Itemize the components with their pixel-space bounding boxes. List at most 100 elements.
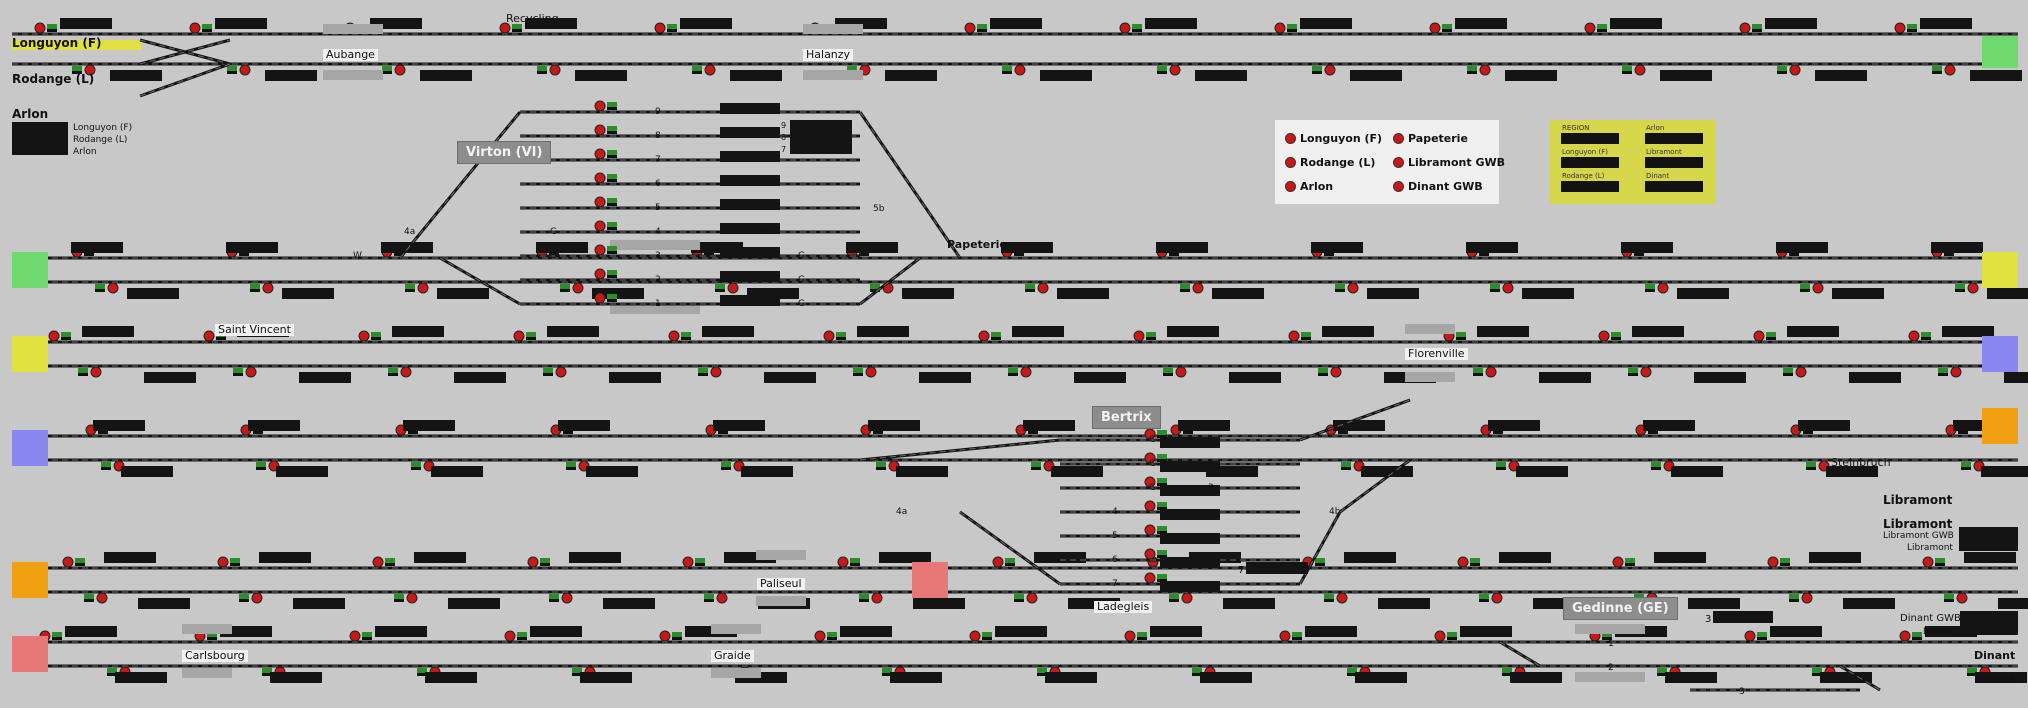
region-counter-6 [1645,181,1703,192]
signal-indicator-icon [411,462,421,467]
signal-indicator-icon [1932,66,1942,71]
signal-indicator-icon [1789,599,1799,602]
signal-indicator-icon [1967,668,1977,673]
signal-indicator-icon [250,289,260,292]
signal-indicator-icon [207,632,217,637]
signal-indicator-icon [537,71,547,74]
platform [323,24,383,34]
legend-item-papeterie[interactable]: Papeterie [1393,132,1468,145]
signal-lamp-icon [90,366,102,378]
signal-indicator-icon [1157,71,1167,74]
virton-side-num-8: 8 [781,133,787,142]
block-counter [720,127,780,138]
signal-lamp-icon [594,292,606,304]
block-counter [299,372,351,383]
gedinne-side-block [1713,611,1773,623]
signal-lamp-icon [594,100,606,112]
legend-item-rodange[interactable]: Rodange (L) [1285,156,1375,169]
signal-lamp-icon [654,22,666,34]
legend-item-longuyon[interactable]: Longuyon (F) [1285,132,1382,145]
signal-indicator-icon [95,284,105,289]
signal-indicator-icon [1921,337,1931,340]
block-counter [1677,288,1729,299]
signal-indicator-icon [405,284,415,289]
signal-indicator-icon [1479,599,1489,602]
signal-lamp-icon [1288,330,1300,342]
virton-track-3: 3 [655,251,661,261]
signal-lamp-icon [1144,572,1156,584]
station-label-florenville: Florenville [1405,348,1468,360]
block-counter [1178,420,1230,431]
signal-indicator-icon [1315,558,1325,563]
signal-indicator-icon [1907,24,1917,29]
station-label-paliseul: Paliseul [757,578,805,590]
legend-item-arlon[interactable]: Arlon [1285,180,1333,193]
station-label-recycling: Recycling [506,12,559,25]
legend-item-libramont-gwb[interactable]: Libramont GWB [1393,156,1505,169]
block-counter [720,175,780,186]
signal-lamp-icon [1789,64,1801,76]
block-counter [448,598,500,609]
signal-indicator-icon [859,599,869,602]
block-counter [144,372,196,383]
track-segment-inner [859,439,1061,461]
block-counter [1765,18,1817,29]
block-counter [270,672,322,683]
arlon-list-item-3: Arlon [73,147,97,157]
block-counter [370,18,422,29]
signal-indicator-icon [1944,253,1954,256]
block-counter [575,70,627,81]
block-counter [1195,70,1247,81]
signal-lamp-icon [978,330,990,342]
virton-side-num-7: 7 [781,145,787,154]
block-counter [720,103,780,114]
signal-indicator-icon [95,289,105,292]
signal-indicator-icon [566,467,576,470]
station-label-dinant-gwb: Dinant GWB [1900,613,1961,624]
signal-lamp-icon [48,330,60,342]
signal-lamp-icon [239,64,251,76]
signal-indicator-icon [977,29,987,32]
signal-indicator-icon [1648,431,1658,434]
signal-indicator-icon [1005,558,1015,563]
virton-track-7: 7 [655,155,661,165]
signal-lamp-icon [513,330,525,342]
signal-indicator-icon [408,431,418,434]
signal-indicator-icon [84,594,94,599]
signal-indicator-icon [1324,599,1334,602]
signal-lamp-icon [62,556,74,568]
libramont-block [1959,527,2018,551]
bertrix-side-block [1246,562,1308,574]
signal-indicator-icon [1628,368,1638,373]
signal-lamp-icon [406,592,418,604]
virton-track-g-right: G [762,227,769,237]
signal-indicator-icon [1192,673,1202,676]
block-counter [1665,672,1717,683]
block-counter [720,295,780,306]
signal-lamp-icon [1124,630,1136,642]
block-counter [580,672,632,683]
bertrix-track-4: 4 [1112,507,1118,517]
signal-indicator-icon [256,467,266,470]
signal-lamp-icon [349,630,361,642]
signal-indicator-icon [540,558,550,563]
signal-indicator-icon [1157,66,1167,71]
block-counter [1333,420,1385,431]
signal-indicator-icon [607,179,617,182]
signal-lamp-icon [1175,366,1187,378]
signal-indicator-icon [1335,284,1345,289]
block-counter [1787,326,1839,337]
block-counter [1970,70,2022,81]
signal-indicator-icon [560,289,570,292]
signal-indicator-icon [1037,668,1047,673]
signal-indicator-icon [607,251,617,254]
signal-indicator-icon [1335,289,1345,292]
station-label-dinant-small: Dinant [1923,627,1953,637]
signal-indicator-icon [853,368,863,373]
block-counter [592,288,644,299]
signal-indicator-icon [1025,289,1035,292]
block-counter [1820,672,1872,683]
legend-item-dinant-gwb[interactable]: Dinant GWB [1393,180,1483,193]
signal-indicator-icon [1812,673,1822,676]
block-counter [1832,288,1884,299]
